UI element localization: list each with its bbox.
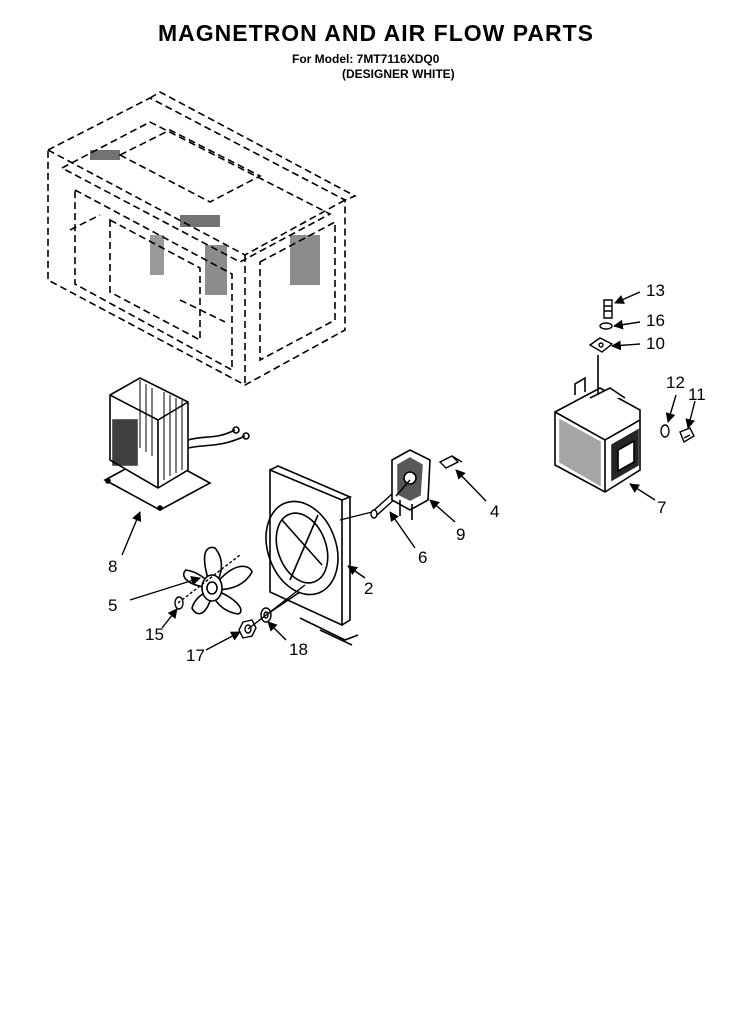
washer-part-12[interactable] [660,424,670,438]
magnetron-part[interactable] [554,355,641,493]
transformer-part[interactable] [103,377,250,511]
nut-part-17[interactable] [238,619,257,639]
diagram-title: MAGNETRON AND AIR FLOW PARTS [157,20,594,46]
callout-6: 6 [418,548,427,567]
color-variant: (DESIGNER WHITE) [342,67,455,81]
callout-13: 13 [646,281,665,300]
fan-shroud-part[interactable] [254,465,359,646]
callout-7: 7 [657,498,666,517]
fan-blade-part[interactable] [182,546,253,615]
callout-2: 2 [364,579,373,598]
fan-motor-part[interactable] [391,449,431,520]
washer-part-16[interactable] [599,322,613,330]
callout-9: 9 [456,525,465,544]
bracket-part-10[interactable] [588,337,614,353]
oven-cavity-outline [47,91,357,386]
screw-part-13[interactable] [603,299,613,319]
callout-5: 5 [108,596,117,615]
callout-labels: 13 16 10 12 11 7 4 9 6 2 8 5 15 17 18 [108,281,706,665]
model-number: For Model: 7MT7116XDQ0 [292,52,440,66]
callout-4: 4 [490,502,499,521]
callout-16: 16 [646,311,665,330]
callout-12: 12 [666,373,685,392]
screw-part-11[interactable] [679,427,695,444]
callout-15: 15 [145,625,164,644]
callout-8: 8 [108,557,117,576]
leader-lines [121,291,696,651]
oven-cavity-vents [90,150,320,295]
screw-part-4[interactable] [438,455,463,469]
callout-18: 18 [289,640,308,659]
callout-10: 10 [646,334,665,353]
callout-11: 11 [688,385,706,404]
callout-17: 17 [186,646,205,665]
